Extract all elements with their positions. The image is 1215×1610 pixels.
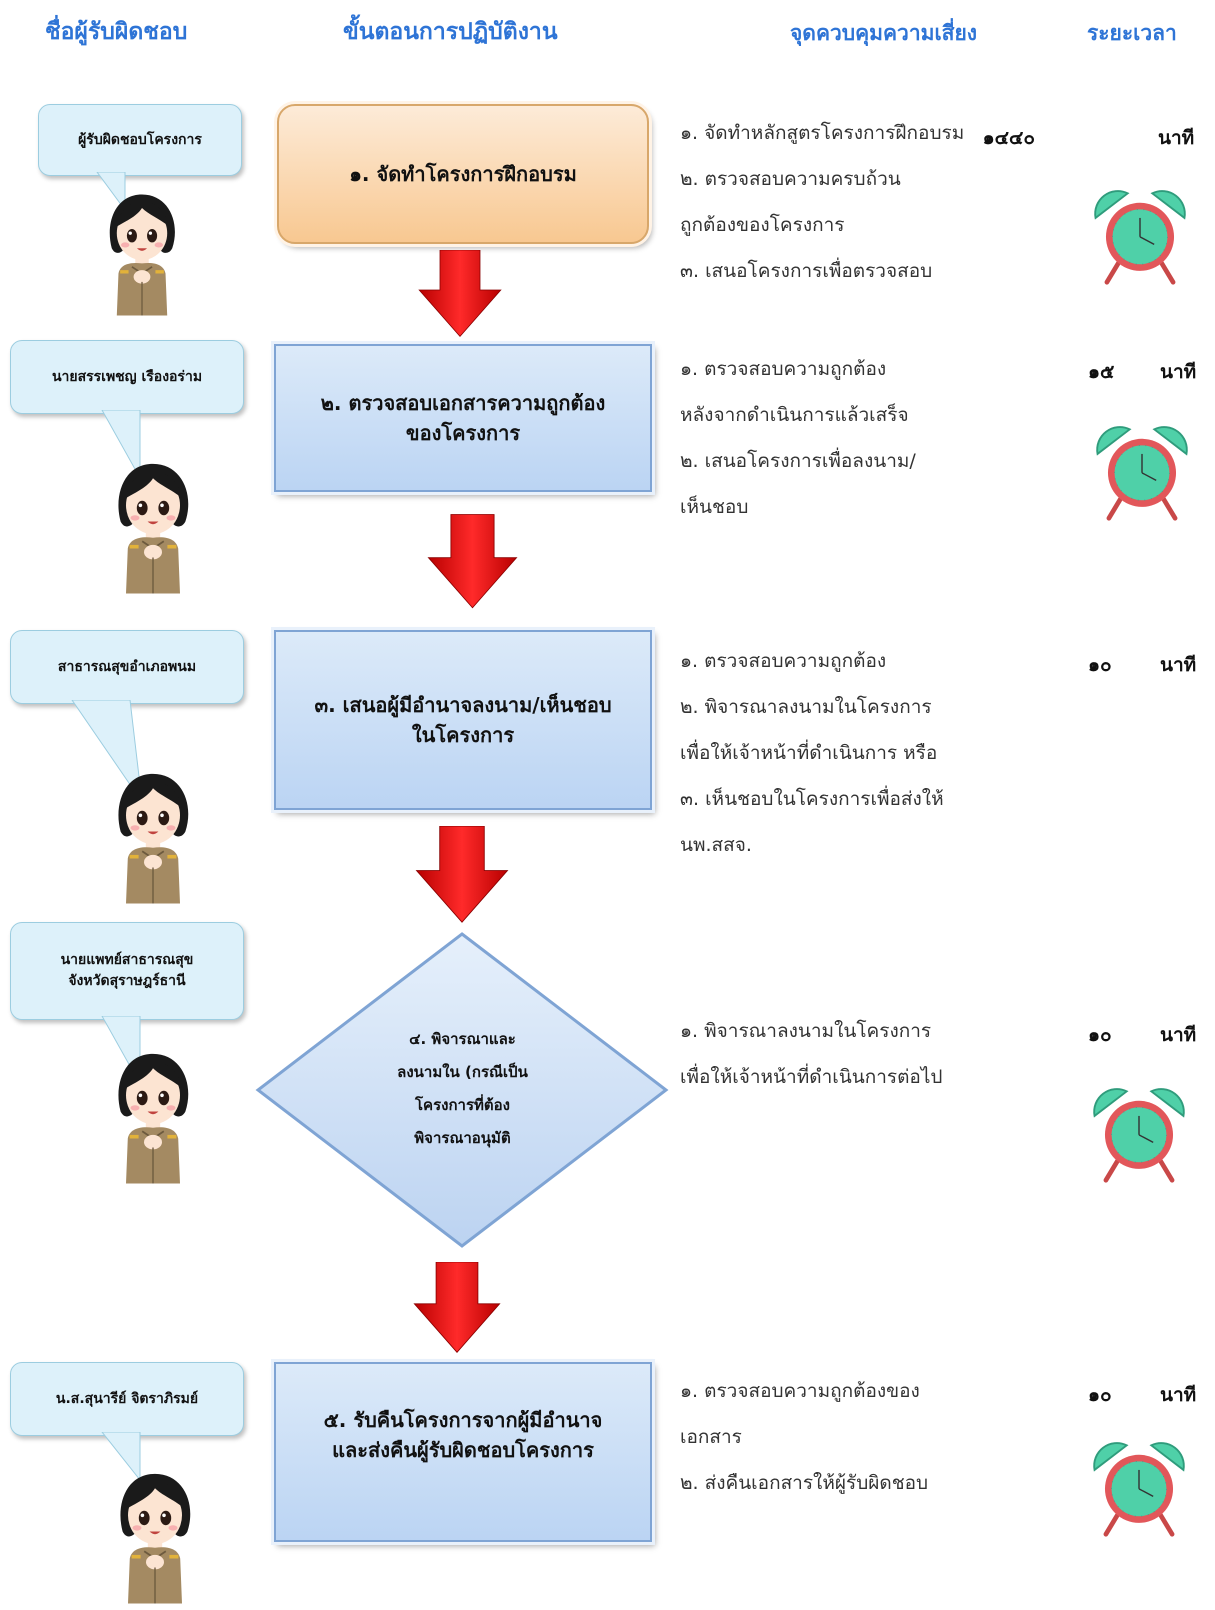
control-line: ๑. พิจารณาลงนามในโครงการ xyxy=(680,1020,932,1042)
control-list-4: ๑. พิจารณาลงนามในโครงการ เพื่อให้เจ้าหน้… xyxy=(680,1008,942,1100)
flow-arrow-2 xyxy=(425,510,520,614)
control-line: ๑. ตรวจสอบความถูกต้องของ xyxy=(680,1380,920,1402)
process-step-3: ๓. เสนอผู้มีอำนาจลงนาม/เห็นชอบ ในโครงการ xyxy=(274,630,652,810)
officer-avatar-1 xyxy=(100,180,184,325)
control-line: ๑. ตรวจสอบความถูกต้อง xyxy=(680,358,887,380)
process-step-1: ๑. จัดทำโครงการฝึกอบรม xyxy=(277,104,649,244)
duration-2: ๑๕ นาที xyxy=(1088,357,1196,387)
bubble-tail-3 xyxy=(71,700,143,803)
control-line: เพื่อให้เจ้าหน้าที่ดำเนินการ หรือ xyxy=(680,742,938,764)
control-line: ๑. ตรวจสอบความถูกต้อง xyxy=(680,650,887,672)
decision-line: โครงการที่ต้อง xyxy=(415,1096,510,1114)
bubble-tail-2 xyxy=(101,410,141,480)
bubble-tail-5 xyxy=(101,1432,141,1482)
control-line: หลังจากดำเนินการแล้วเสร็จ xyxy=(680,404,909,426)
duration-unit: นาที xyxy=(1160,1024,1197,1046)
control-line: ๒. ส่งคืนเอกสารให้ผู้รับผิดชอบ xyxy=(680,1472,929,1494)
control-line: ๒. เสนอโครงการเพื่อลงนาม/ xyxy=(680,450,916,472)
control-list-1: ๑. จัดทำหลักสูตรโครงการฝึกอบรม ๒. ตรวจสอ… xyxy=(680,110,964,294)
decision-line: พิจารณาอนุมัติ xyxy=(414,1129,511,1147)
duration-5: ๑๐ นาที xyxy=(1088,1380,1196,1410)
officer-avatar-2 xyxy=(108,452,198,600)
control-list-5: ๑. ตรวจสอบความถูกต้องของ เอกสาร ๒. ส่งคื… xyxy=(680,1368,928,1506)
header-duration: ระยะเวลา xyxy=(1087,21,1177,45)
control-list-2: ๑. ตรวจสอบความถูกต้อง หลังจากดำเนินการแล… xyxy=(680,346,916,530)
control-line: นพ.สสจ. xyxy=(680,834,752,856)
duration-value: ๑๐ xyxy=(1088,1384,1112,1406)
alarm-clock-icon xyxy=(1088,180,1192,288)
duration-value: ๑๕ xyxy=(1088,361,1115,383)
duration-4: ๑๐ นาที xyxy=(1088,1020,1196,1050)
duration-value: ๑๔๔๐ xyxy=(982,127,1035,149)
responsible-bubble-5: น.ส.สุนารีย์ จิตราภิรมย์ xyxy=(10,1362,244,1436)
decision-line: ลงนามใน (กรณีเป็น xyxy=(397,1063,528,1081)
control-list-3: ๑. ตรวจสอบความถูกต้อง ๒. พิจารณาลงนามในโ… xyxy=(680,638,944,868)
duration-3: ๑๐ นาที xyxy=(1088,650,1196,680)
responsible-bubble-3: สาธารณสุขอำเภอพนม xyxy=(10,630,244,704)
process-step-2-line: ๒. ตรวจสอบเอกสารความถูกต้อง xyxy=(320,391,606,415)
alarm-clock-icon xyxy=(1087,1078,1191,1186)
officer-avatar-5 xyxy=(110,1462,200,1610)
officer-avatar-4 xyxy=(108,1042,198,1190)
duration-value: ๑๐ xyxy=(1088,1024,1112,1046)
duration-unit: นาที xyxy=(1160,361,1197,383)
flow-arrow-1 xyxy=(405,250,515,338)
control-line: เห็นชอบ xyxy=(680,496,749,518)
duration-unit: นาที xyxy=(1160,1384,1197,1406)
control-line: เอกสาร xyxy=(680,1426,742,1448)
control-line: ถูกต้องของโครงการ xyxy=(680,214,845,236)
duration-unit: นาที xyxy=(1160,654,1197,676)
officer-avatar-3 xyxy=(108,762,198,910)
header-process: ขั้นตอนการปฏิบัติงาน xyxy=(343,19,558,45)
control-line: ๑. จัดทำหลักสูตรโครงการฝึกอบรม xyxy=(680,122,965,144)
process-step-3-line: ในโครงการ xyxy=(411,723,515,747)
responsible-line: นายแพทย์สาธารณสุข xyxy=(60,952,194,968)
flow-arrow-4 xyxy=(405,1262,509,1354)
process-step-3-line: ๓. เสนอผู้มีอำนาจลงนาม/เห็นชอบ xyxy=(314,693,612,717)
responsible-line: จังหวัดสุราษฎร์ธานี xyxy=(68,973,186,989)
control-line: ๓. เสนอโครงการเพื่อตรวจสอบ xyxy=(680,260,933,282)
bubble-tail-1 xyxy=(96,172,126,212)
decision-line: ๔. พิจารณาและ xyxy=(409,1030,516,1048)
responsible-bubble-2: นายสรรเพชญ เรืองอร่าม xyxy=(10,340,244,414)
control-line: เพื่อให้เจ้าหน้าที่ดำเนินการต่อไป xyxy=(680,1066,943,1088)
header-control: จุดควบคุมความเสี่ยง xyxy=(790,21,978,45)
control-line: ๒. พิจารณาลงนามในโครงการ xyxy=(680,696,932,718)
responsible-bubble-1: ผู้รับผิดชอบโครงการ xyxy=(38,104,242,176)
process-step-5-line: ๕. รับคืนโครงการจากผู้มีอำนาจ xyxy=(323,1408,603,1432)
process-step-5: ๕. รับคืนโครงการจากผู้มีอำนาจ และส่งคืนผ… xyxy=(274,1362,652,1542)
alarm-clock-icon xyxy=(1090,416,1194,524)
control-line: ๓. เห็นชอบในโครงการเพื่อส่งให้ xyxy=(680,788,944,810)
control-line: ๒. ตรวจสอบความครบถ้วน xyxy=(680,168,901,190)
alarm-clock-icon xyxy=(1087,1432,1191,1540)
decision-text-4: ๔. พิจารณาและ ลงนามใน (กรณีเป็น โครงการท… xyxy=(340,1023,585,1155)
process-step-5-line: และส่งคืนผู้รับผิดชอบโครงการ xyxy=(332,1438,594,1462)
process-step-2: ๒. ตรวจสอบเอกสารความถูกต้อง ของโครงการ xyxy=(274,344,652,492)
process-step-2-line: ของโครงการ xyxy=(405,421,521,445)
header-responsible: ชื่อผู้รับผิดชอบ xyxy=(45,19,188,45)
duration-value: ๑๐ xyxy=(1088,654,1112,676)
process-step-1-line: ๑. จัดทำโครงการฝึกอบรม xyxy=(349,162,577,186)
flow-arrow-3 xyxy=(410,826,514,924)
decision-diamond-step-4 xyxy=(255,932,669,1248)
duration-unit: นาที xyxy=(1158,127,1195,149)
responsible-bubble-4: นายแพทย์สาธารณสุข จังหวัดสุราษฎร์ธานี xyxy=(10,922,244,1020)
